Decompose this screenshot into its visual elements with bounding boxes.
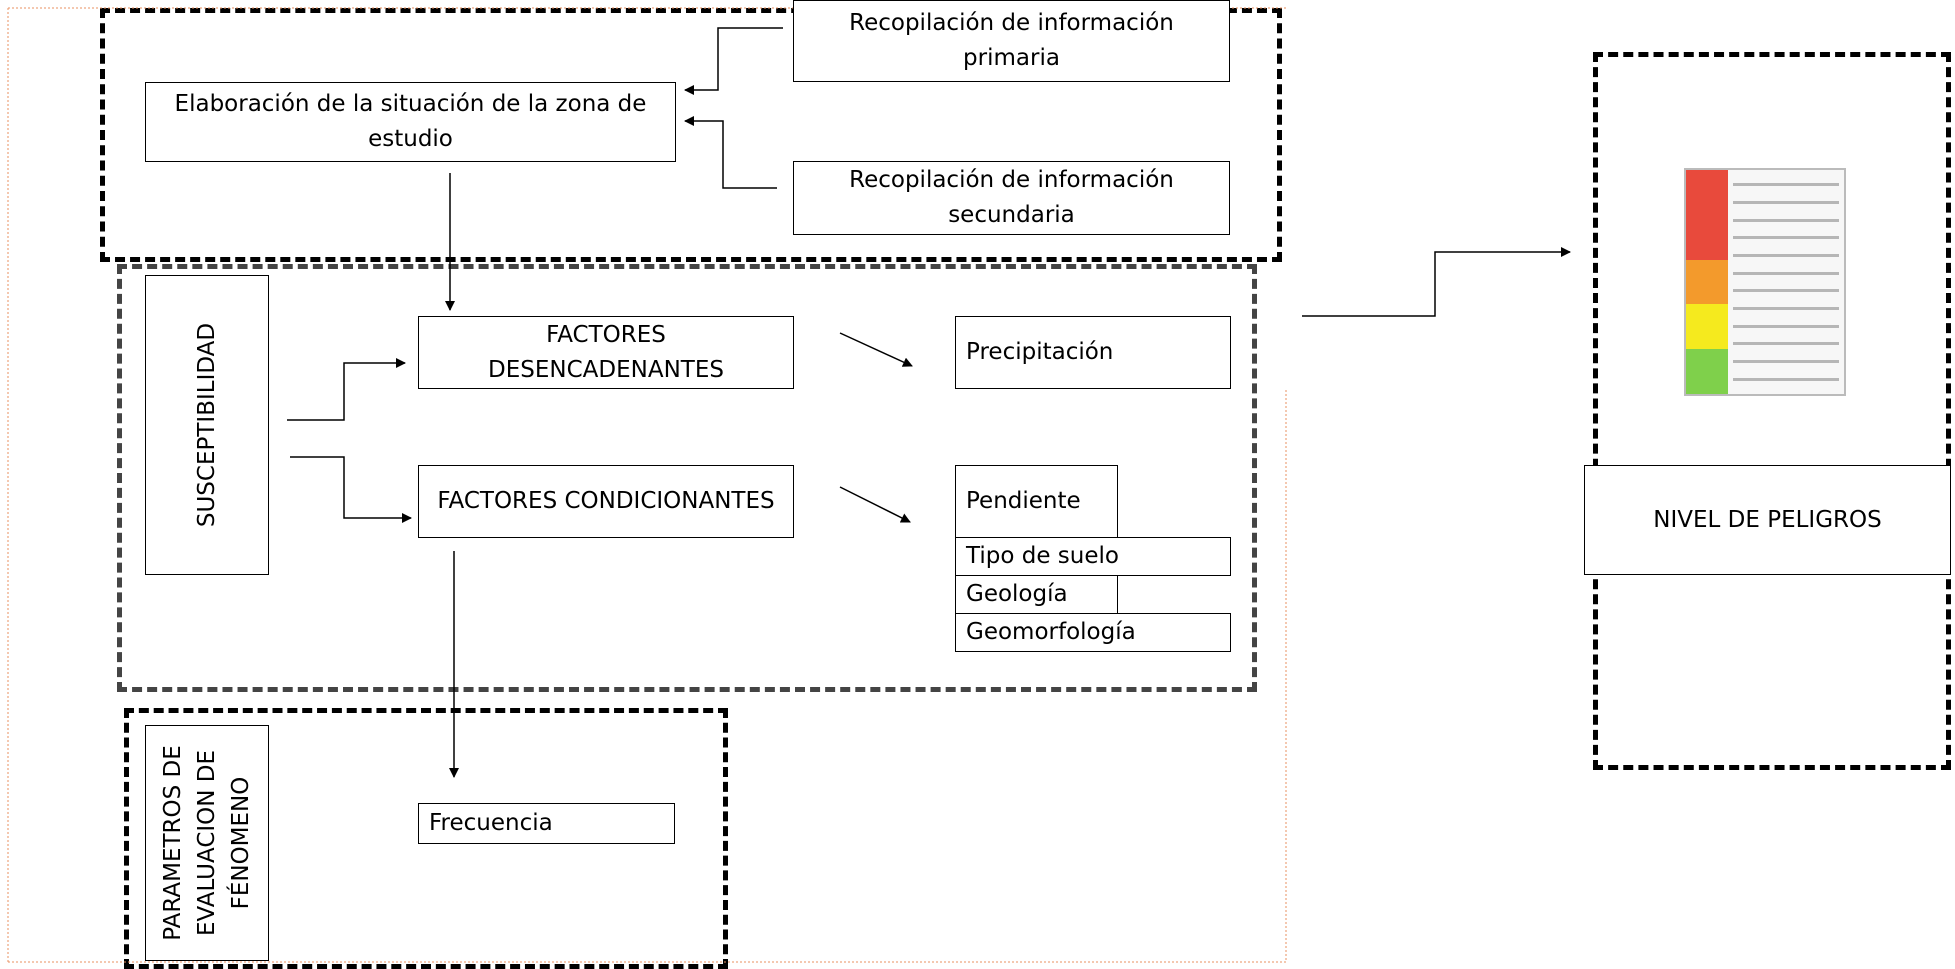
label-parametros-evaluacion: PARAMETROS DE EVALUACION DE FÉNOMENO: [160, 745, 254, 941]
box-parametros-frame: [145, 725, 269, 961]
box-factores-condicionantes: FACTORES CONDICIONANTES: [418, 465, 794, 538]
arrow-primaria-to-elaboracion: [684, 27, 783, 95]
box-nivel-de-peligros: NIVEL DE PELIGROS: [1584, 465, 1951, 575]
arrow-to-nivel-peligros: [1302, 247, 1571, 317]
box-geomorfologia: Geomorfología: [955, 613, 1231, 652]
legend-color-column: [1686, 170, 1728, 394]
box-elaboracion-situacion: Elaboración de la situación de la zona d…: [145, 82, 676, 162]
box-precipitacion: Precipitación: [955, 316, 1231, 389]
arrow-condicionantes-to-pendiente: [839, 486, 911, 523]
box-recopilacion-secundaria: Recopilación de información secundaria: [793, 161, 1230, 235]
box-geologia: Geología: [955, 575, 1118, 614]
group-frame-parametros: [124, 708, 728, 969]
box-tipo-de-suelo: Tipo de suelo: [955, 537, 1231, 576]
box-factores-desencadenantes: FACTORES DESENCADENANTES: [418, 316, 794, 389]
arrow-susceptibilidad-to-condicionantes: [290, 456, 412, 523]
arrow-secundaria-to-elaboracion: [684, 116, 777, 189]
hazard-level-legend-image: [1684, 168, 1846, 396]
legend-text-rows: [1728, 170, 1844, 394]
group-frame-susceptibilidad: [117, 264, 1257, 692]
group-frame-informacion: [100, 8, 1282, 262]
box-frecuencia: Frecuencia: [418, 803, 675, 844]
group-frame-nivel-peligros: [1593, 52, 1951, 770]
box-susceptibilidad-frame: [145, 275, 269, 575]
arrow-susceptibilidad-to-desencadenantes: [287, 358, 406, 421]
arrow-desencadenantes-to-precipitacion: [839, 332, 913, 367]
box-pendiente: Pendiente: [955, 465, 1118, 538]
label-susceptibilidad: SUSCEPTIBILIDAD: [194, 322, 220, 528]
box-recopilacion-primaria: Recopilación de información primaria: [793, 0, 1230, 82]
